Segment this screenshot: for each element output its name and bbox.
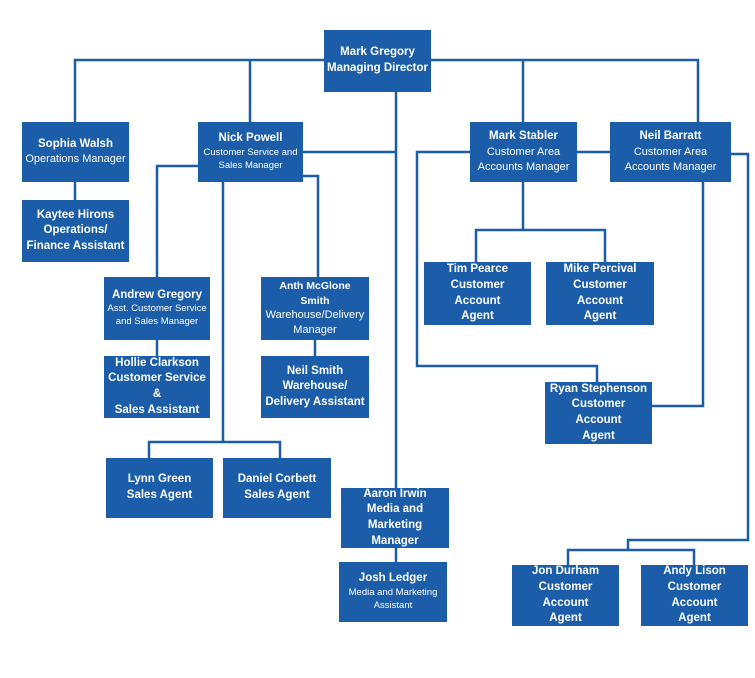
- node-role: Customer Service and: [203, 146, 298, 158]
- node-mike-percival[interactable]: Mike Percival Customer Account Agent: [546, 262, 654, 325]
- node-role: Accounts Manager: [624, 160, 717, 173]
- node-role: Media and: [366, 503, 424, 516]
- node-josh-ledger[interactable]: Josh Ledger Media and Marketing Assistan…: [339, 562, 447, 622]
- node-role: Marketing Manager: [367, 519, 423, 547]
- connector-nick-andrew: [155, 164, 198, 277]
- node-name: Andrew Gregory: [111, 288, 203, 301]
- node-aaron-irwin[interactable]: Aaron Irwin Media and Marketing Manager: [341, 488, 449, 548]
- node-role: Agent: [678, 612, 711, 625]
- node-tim-pearce[interactable]: Tim Pearce Customer Account Agent: [424, 262, 531, 325]
- node-anth-mcglone-smith[interactable]: Anth McGlone Smith Warehouse/Delivery Ma…: [261, 277, 369, 340]
- node-role: and Sales Manager: [115, 316, 199, 328]
- node-role: Manager: [293, 323, 337, 336]
- connector-nick-anth: [303, 174, 320, 277]
- node-daniel-corbett[interactable]: Daniel Corbett Sales Agent: [223, 458, 331, 518]
- node-name: Mike Percival: [563, 263, 637, 276]
- node-role: Customer Account: [667, 580, 722, 609]
- node-andy-lison[interactable]: Andy Lison Customer Account Agent: [641, 565, 748, 626]
- node-role: Media and Marketing: [348, 586, 438, 598]
- node-name: Andy Lison: [663, 565, 726, 578]
- node-role: Operations/: [43, 224, 108, 237]
- connector-sales-agents: [147, 440, 282, 458]
- node-mark-stabler[interactable]: Mark Stabler Customer Area Accounts Mana…: [470, 122, 577, 182]
- node-role: Managing Director: [327, 62, 428, 74]
- node-nick-powell[interactable]: Nick Powell Customer Service and Sales M…: [198, 122, 303, 182]
- node-name: Neil Smith: [286, 364, 344, 377]
- node-andrew-gregory[interactable]: Andrew Gregory Asst. Customer Service an…: [104, 277, 210, 340]
- node-neil-smith[interactable]: Neil Smith Warehouse/ Delivery Assistant: [261, 356, 369, 418]
- node-name: Nick Powell: [218, 132, 283, 145]
- node-role: Sales Manager: [218, 159, 283, 171]
- connector-stabler-agents: [474, 182, 607, 262]
- node-name: Kaytee Hirons: [36, 208, 115, 221]
- node-mark-gregory[interactable]: Mark Gregory Managing Director: [324, 30, 431, 92]
- node-role: Agent: [583, 310, 617, 323]
- node-role: Asst. Customer Service: [107, 303, 207, 315]
- node-role: Customer Account: [571, 398, 626, 426]
- node-role: Sales Agent: [244, 489, 310, 501]
- node-sophia-walsh[interactable]: Sophia Walsh Operations Manager: [22, 122, 129, 182]
- connector-barratt-agents: [566, 152, 750, 565]
- node-name: Anth McGlone Smith: [279, 280, 351, 307]
- node-role: Customer Area: [486, 145, 561, 158]
- connector-barratt-ryan: [652, 182, 705, 408]
- node-role: Accounts Manager: [477, 160, 570, 173]
- node-name: Mark Gregory: [340, 46, 415, 59]
- node-name: Lynn Green: [127, 473, 192, 486]
- node-role: Customer Account: [538, 580, 593, 609]
- node-lynn-green[interactable]: Lynn Green Sales Agent: [106, 458, 213, 518]
- node-role: Sales Agent: [126, 489, 193, 501]
- node-neil-barratt[interactable]: Neil Barratt Customer Area Accounts Mana…: [610, 122, 731, 182]
- node-name: Hollie Clarkson: [115, 356, 199, 369]
- node-role: Customer Account: [573, 278, 627, 307]
- node-name: Ryan Stephenson: [549, 382, 648, 395]
- node-role: Operations Manager: [25, 153, 126, 166]
- node-role: Warehouse/Delivery: [265, 308, 365, 321]
- node-role: Sales Assistant: [114, 403, 200, 416]
- node-name: Josh Ledger: [358, 572, 428, 585]
- node-role: Finance Assistant: [26, 239, 125, 252]
- node-name: Tim Pearce: [446, 263, 509, 276]
- node-name: Mark Stabler: [488, 130, 559, 143]
- node-role: Customer Service &: [108, 372, 206, 400]
- node-name: Jon Durham: [531, 565, 600, 578]
- node-kaytee-hirons[interactable]: Kaytee Hirons Operations/ Finance Assist…: [22, 200, 129, 262]
- node-name: Sophia Walsh: [38, 137, 113, 150]
- node-role: Delivery Assistant: [265, 395, 365, 408]
- node-role: Agent: [549, 612, 582, 625]
- node-jon-durham[interactable]: Jon Durham Customer Account Agent: [512, 565, 619, 626]
- node-role: Customer Account: [450, 278, 505, 307]
- node-name: Aaron Irwin: [363, 487, 427, 500]
- node-role: Customer Area: [633, 145, 708, 158]
- node-role: Warehouse/: [282, 380, 348, 393]
- node-hollie-clarkson[interactable]: Hollie Clarkson Customer Service & Sales…: [104, 356, 210, 418]
- node-ryan-stephenson[interactable]: Ryan Stephenson Customer Account Agent: [545, 382, 652, 444]
- node-role: Agent: [582, 429, 615, 442]
- node-name: Daniel Corbett: [237, 473, 317, 486]
- node-role: Agent: [461, 310, 494, 323]
- node-name: Neil Barratt: [639, 130, 702, 143]
- node-role: Assistant: [373, 599, 413, 611]
- connector-stabler-ryan: [415, 150, 599, 382]
